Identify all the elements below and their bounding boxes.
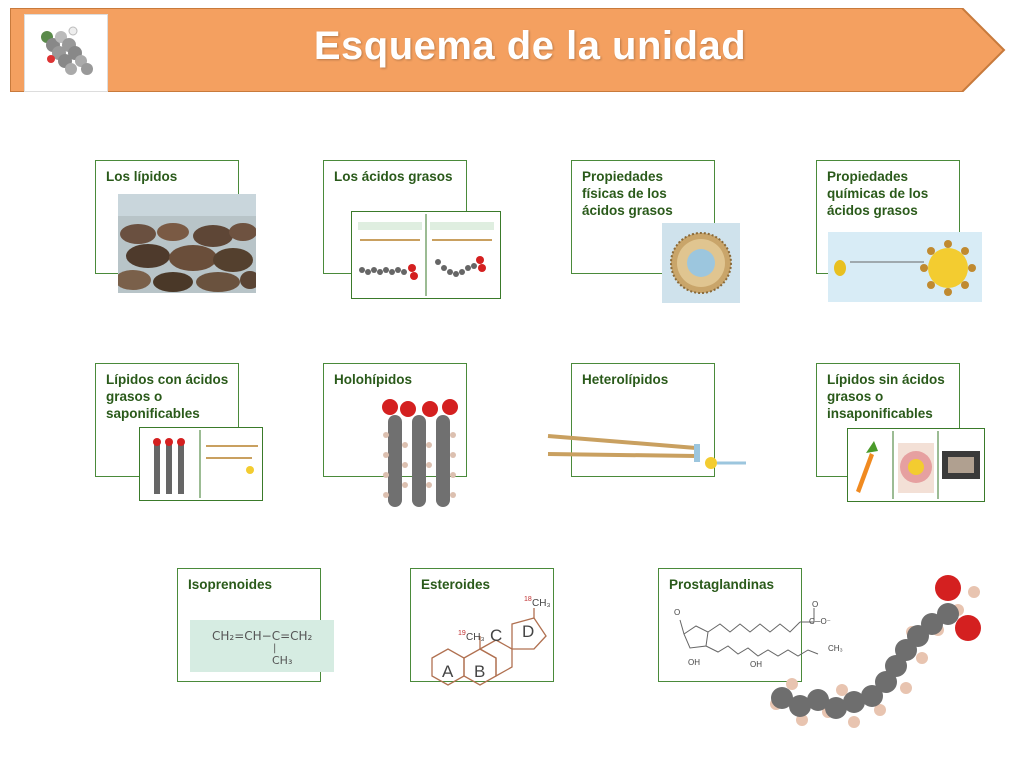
- isoprene-formula-box: CH₂=CH−C=CH₂ | CH₃: [190, 620, 334, 672]
- sea-lions-image: [115, 194, 260, 293]
- phospholipid-chain: [546, 428, 748, 472]
- triglyceride-model: [378, 395, 464, 513]
- prost-oh2-label: OH: [750, 660, 762, 669]
- phospholipid-diagram: [547, 434, 746, 469]
- card-label: Los lípidos: [106, 169, 178, 184]
- card-label: Esteroides: [421, 577, 491, 592]
- card-label: Propiedades físicas de los ácidos grasos: [582, 169, 673, 218]
- acidos-grasos-thumbnail: [351, 211, 501, 299]
- micelle-thumbnail: [662, 223, 740, 303]
- ring-a-label: A: [442, 662, 454, 681]
- prost-o-label: O: [674, 608, 681, 617]
- molecule-logo-icon: [41, 26, 93, 75]
- fatty-acid-molecule-model: [762, 572, 998, 732]
- header-banner: Esquema de la unidad: [10, 8, 1006, 92]
- page-title: Esquema de la unidad: [313, 24, 747, 68]
- sea-lions-photo: [115, 194, 260, 293]
- soap-micelle-image: [828, 232, 982, 302]
- card-label: Lípidos sin ácidos grasos o insaponifica…: [827, 372, 945, 421]
- card-label: Propiedades químicas de los ácidos graso…: [827, 169, 929, 218]
- isoprene-bond: |: [273, 643, 277, 654]
- card-label: Prostaglandinas: [669, 577, 775, 592]
- prost-ch3-label: CH₃: [828, 644, 843, 653]
- isoprene-formula-line2: CH₃: [272, 654, 293, 667]
- card-label: Los ácidos grasos: [334, 169, 453, 184]
- ring-d-label: D: [522, 622, 535, 641]
- card-heterolipidos[interactable]: Heterolípidos: [571, 363, 715, 477]
- steroid-structure: A B C D 19 CH₃ 18 CH₃: [428, 596, 578, 696]
- ch3-19-label: CH₃: [466, 632, 485, 643]
- ring-c-label: C: [490, 626, 503, 645]
- insaponificables-thumbnail: [847, 428, 985, 502]
- ch3-18-label: CH₃: [532, 598, 551, 609]
- prostaglandin-structure: O O C─O⁻ OH OH CH₃: [674, 598, 852, 674]
- prost-o2-label: O: [812, 600, 819, 609]
- fatty-acid-molecule-icon: [770, 575, 981, 728]
- card-prostaglandinas[interactable]: Prostaglandinas: [658, 568, 802, 682]
- molecule-logo: [24, 14, 108, 92]
- steroid-rings-diagram: [431, 608, 547, 686]
- card-esteroides[interactable]: Esteroides: [410, 568, 554, 682]
- ch3-18-sup: 18: [524, 596, 532, 603]
- header-arrow-shape: [10, 8, 1006, 92]
- prost-coo-label: C─O⁻: [809, 617, 831, 626]
- fatty-acid-diagram: [358, 214, 494, 296]
- ring-b-label: B: [474, 662, 486, 681]
- ch3-19-sup: 19: [458, 630, 466, 637]
- prost-oh1-label: OH: [688, 658, 700, 667]
- card-label: Lípidos con ácidos grasos o saponificabl…: [106, 372, 229, 421]
- isoprene-formula-line1: CH₂=CH−C=CH₂: [212, 629, 313, 643]
- card-label: Holohípidos: [334, 372, 412, 387]
- insaponificables-images: [856, 431, 980, 499]
- saponificables-thumbnail: [139, 427, 263, 501]
- card-label: Heterolípidos: [582, 372, 669, 387]
- triglyceride-molecule-icon: [382, 399, 458, 507]
- card-label: Isoprenoides: [188, 577, 273, 592]
- micelle-image: [662, 223, 740, 303]
- prostaglandin-diagram: [679, 608, 819, 657]
- saponificables-diagram: [153, 430, 258, 498]
- soap-micelle-thumbnail: [828, 232, 982, 302]
